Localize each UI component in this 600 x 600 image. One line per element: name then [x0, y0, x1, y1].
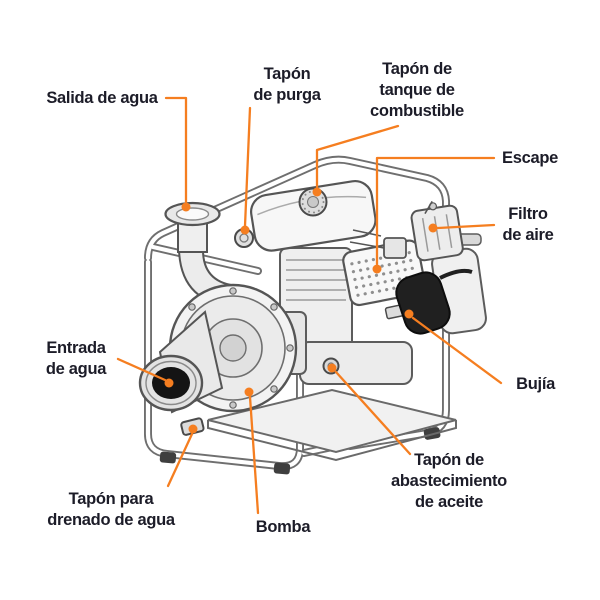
- choke-lever: [424, 200, 433, 215]
- label-entrada-de-agua: Entrada de agua: [45, 339, 107, 378]
- label-filtro-de-aire: Filtro de aire: [502, 205, 554, 244]
- carburetor: [349, 229, 407, 259]
- dot-tapon-aceite: [327, 363, 337, 373]
- leader-salida-de-agua: [164, 96, 188, 204]
- leader-bomba: [248, 395, 260, 515]
- leader-lines: [116, 96, 503, 515]
- dot-tapon-tanque: [312, 187, 322, 197]
- base-plate-edge: [207, 420, 457, 462]
- label-salida-de-agua: Salida de agua: [46, 89, 158, 107]
- label-tapon-drenado: Tapón para drenado de agua: [47, 490, 175, 529]
- leader-tapon-aceite: [334, 370, 412, 456]
- spark-plug-wire: [439, 268, 473, 280]
- dot-bujia: [404, 309, 414, 319]
- label-tapon-aceite: Tapón de abastecimiento de aceite: [391, 451, 507, 511]
- label-bujia: Bujía: [516, 375, 555, 393]
- label-tapon-de-purga: Tapón de purga: [253, 65, 321, 104]
- leader-tapon-de-purga: [243, 106, 252, 228]
- label-bomba: Bomba: [255, 518, 311, 536]
- leader-tapon-drenado: [166, 432, 194, 488]
- leader-escape: [375, 156, 496, 266]
- dot-tapon-drenado: [188, 424, 198, 434]
- anchor-dots: [164, 187, 438, 434]
- label-tapon-tanque: Tapón de tanque de combustible: [370, 60, 464, 120]
- dot-escape: [372, 264, 382, 274]
- leader-filtro-de-aire: [436, 223, 496, 230]
- label-escape: Escape: [502, 149, 558, 167]
- dot-filtro-de-aire: [428, 223, 438, 233]
- dot-tapon-de-purga: [240, 225, 250, 235]
- air-filter: [410, 200, 464, 262]
- crankcase: [299, 341, 413, 385]
- dot-salida-de-agua: [181, 202, 191, 212]
- frame-feet: [159, 427, 441, 475]
- leader-bujia: [411, 316, 503, 385]
- cooling-fins: [286, 259, 346, 301]
- leader-tapon-tanque: [315, 124, 400, 189]
- leader-entrada-de-agua: [116, 357, 167, 382]
- dot-bomba: [244, 387, 254, 397]
- dot-entrada-de-agua: [164, 378, 174, 388]
